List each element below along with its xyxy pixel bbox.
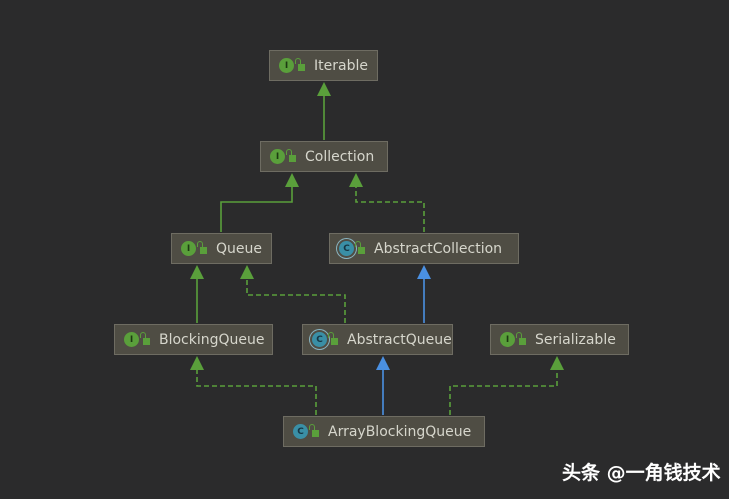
node-abstract-collection[interactable]: C AbstractCollection (329, 233, 519, 264)
arrowhead (376, 356, 390, 370)
arrowhead (349, 173, 363, 187)
interface-icon: I (279, 58, 294, 73)
public-lock-icon (140, 332, 150, 345)
interface-icon: I (270, 149, 285, 164)
public-lock-icon (355, 241, 365, 254)
node-array-blocking-queue[interactable]: C ArrayBlockingQueue (283, 416, 485, 447)
node-label: BlockingQueue (159, 331, 265, 348)
edge-abq-blockingqueue (196, 364, 317, 415)
node-iterable[interactable]: I Iterable (269, 50, 378, 81)
interface-icon: I (124, 332, 139, 347)
arrowhead (317, 82, 331, 96)
arrowhead (240, 265, 254, 279)
node-label: ArrayBlockingQueue (328, 423, 472, 440)
arrowhead (190, 356, 204, 370)
node-blocking-queue[interactable]: I BlockingQueue (114, 324, 273, 355)
arrowhead (550, 356, 564, 370)
public-lock-icon (197, 241, 207, 254)
public-lock-icon (516, 332, 526, 345)
abstract-class-icon: C (339, 241, 354, 256)
interface-icon: I (500, 332, 515, 347)
node-label: Collection (305, 148, 375, 165)
class-icon: C (293, 424, 308, 439)
node-serializable[interactable]: I Serializable (490, 324, 629, 355)
node-label: AbstractQueue (347, 331, 452, 348)
node-label: Iterable (314, 57, 368, 74)
edge-abstractqueue-queue (246, 273, 346, 323)
node-queue[interactable]: I Queue (171, 233, 272, 264)
abstract-class-icon: C (312, 332, 327, 347)
interface-icon: I (181, 241, 196, 256)
edge-abq-serializable (449, 364, 558, 415)
watermark: 头条 @一角钱技术 (562, 462, 721, 484)
public-lock-icon (328, 332, 338, 345)
arrowhead (190, 265, 204, 279)
node-label: AbstractCollection (374, 240, 503, 257)
edge-queue-collection (220, 181, 293, 232)
node-label: Queue (216, 240, 262, 257)
node-abstract-queue[interactable]: C AbstractQueue (302, 324, 453, 355)
node-label: Serializable (535, 331, 616, 348)
public-lock-icon (286, 149, 296, 162)
node-collection[interactable]: I Collection (260, 141, 388, 172)
arrowhead (417, 265, 431, 279)
arrowhead (285, 173, 299, 187)
public-lock-icon (295, 58, 305, 71)
edge-abstractcollection-collection (355, 181, 425, 232)
public-lock-icon (309, 424, 319, 437)
